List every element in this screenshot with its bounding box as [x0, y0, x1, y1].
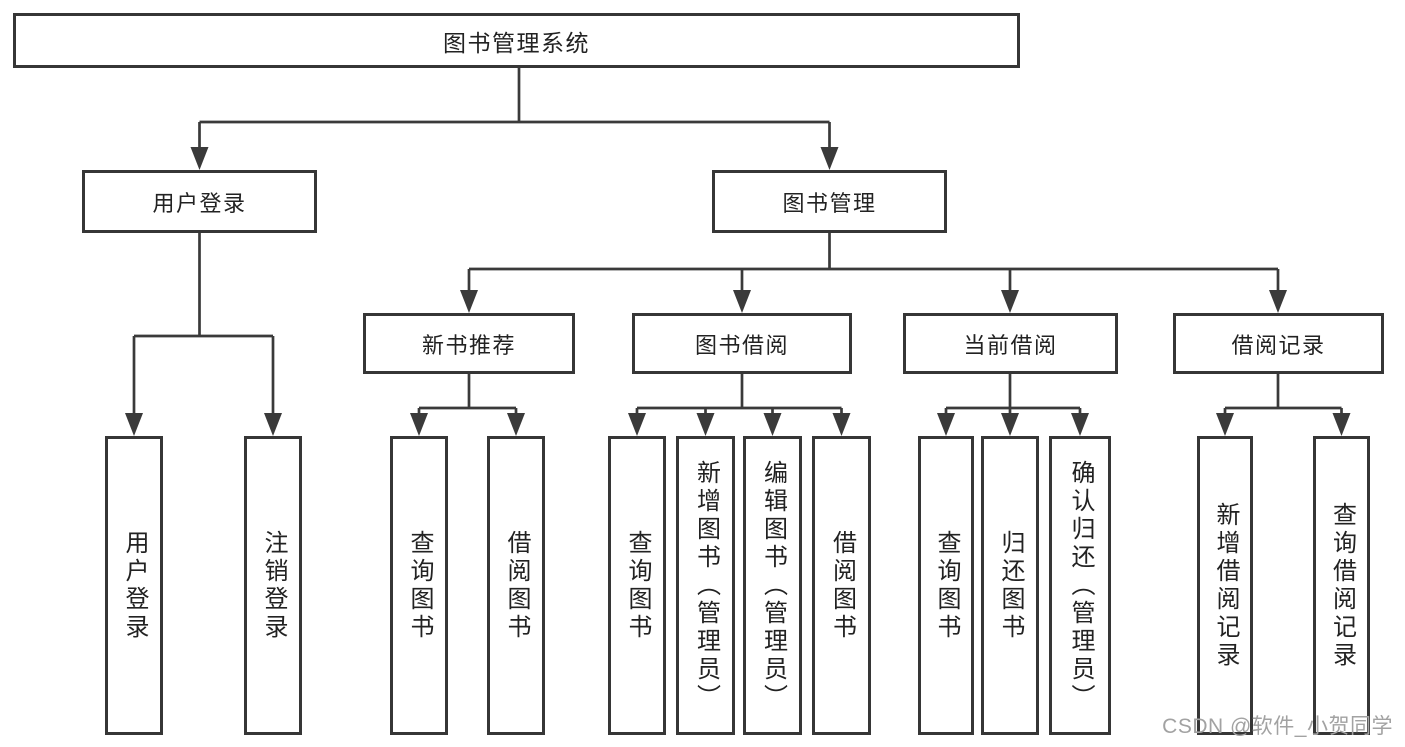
node-confirm-return-admin: 确认归还（管理员） — [1049, 436, 1111, 735]
node-book-management: 图书管理 — [712, 170, 947, 233]
node-logout-action: 注销登录 — [244, 436, 302, 735]
node-label: 用户登录 — [121, 529, 148, 642]
node-return-book: 归还图书 — [981, 436, 1039, 735]
node-add-book-admin: 新增图书（管理员） — [676, 436, 735, 735]
node-label: 查询图书 — [624, 529, 651, 642]
node-new-book-recommend: 新书推荐 — [363, 313, 575, 374]
node-query-books-recommend: 查询图书 — [390, 436, 448, 735]
node-label: 借阅图书 — [503, 529, 530, 642]
node-label: 确认归还（管理员） — [1067, 459, 1094, 712]
node-label: 查询图书 — [406, 529, 433, 642]
node-label: 借阅图书 — [828, 529, 856, 642]
node-label: 归还图书 — [997, 529, 1024, 642]
node-label: 编辑图书（管理员） — [759, 459, 787, 712]
node-current-borrow: 当前借阅 — [903, 313, 1118, 374]
node-edit-book-admin: 编辑图书（管理员） — [743, 436, 802, 735]
node-user-login-action: 用户登录 — [105, 436, 163, 735]
node-library-system: 图书管理系统 — [13, 13, 1020, 68]
node-query-books-borrow: 查询图书 — [608, 436, 666, 735]
node-label: 注销登录 — [260, 529, 287, 642]
node-query-books-current: 查询图书 — [918, 436, 974, 735]
node-user-login: 用户登录 — [82, 170, 317, 233]
node-borrow-records: 借阅记录 — [1173, 313, 1384, 374]
node-book-borrow: 图书借阅 — [632, 313, 852, 374]
arrowheads — [125, 147, 1351, 436]
node-add-borrow-record: 新增借阅记录 — [1197, 436, 1253, 735]
node-label: 新增借阅记录 — [1212, 501, 1239, 670]
node-label: 查询借阅记录 — [1328, 501, 1356, 670]
node-borrow-books-recommend: 借阅图书 — [487, 436, 545, 735]
node-query-borrow-record: 查询借阅记录 — [1313, 436, 1370, 735]
node-label: 新增图书（管理员） — [692, 459, 720, 712]
node-borrow-books-action: 借阅图书 — [812, 436, 871, 735]
watermark-text: CSDN @软件_小贺同学 — [1162, 715, 1393, 738]
node-label: 查询图书 — [933, 529, 960, 642]
